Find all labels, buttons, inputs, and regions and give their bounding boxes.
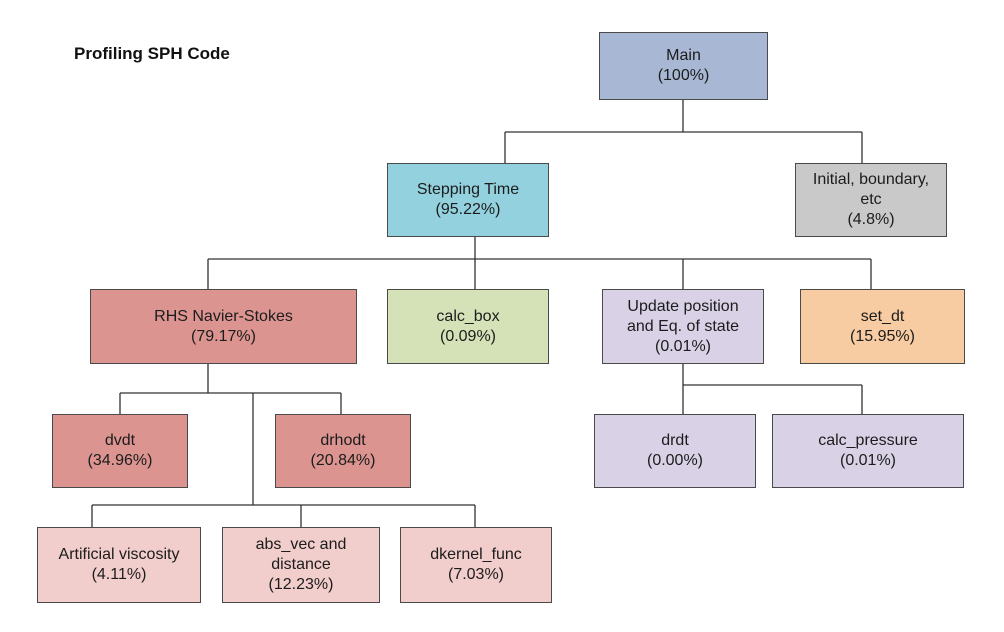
- node-main-label: Main: [666, 47, 701, 64]
- node-artificial-viscosity-percent: (4.11%): [91, 566, 147, 583]
- diagram-title: Profiling SPH Code: [74, 44, 230, 63]
- node-main-percent: (100%): [657, 67, 710, 84]
- node-initial-boundary-label-line2: etc: [860, 191, 882, 208]
- node-set-dt-percent: (15.95%): [850, 327, 915, 345]
- node-calc-pressure-percent: (0.01%): [839, 452, 897, 469]
- node-update-position-label-line1: Update position: [627, 297, 739, 315]
- node-dkernel-func-percent: (7.03%): [447, 566, 505, 583]
- node-initial-boundary-label-line1: Initial, boundary,: [812, 171, 930, 188]
- node-drhodt[interactable]: drhodt (20.84%): [275, 414, 411, 488]
- node-abs-vec-label-line1: abs_vec and: [255, 536, 347, 553]
- node-update-position-percent: (0.01%): [654, 337, 712, 355]
- node-rhs-navier-stokes-label: RHS Navier-Stokes: [154, 307, 293, 325]
- node-artificial-viscosity-label: Artificial viscosity: [58, 546, 180, 563]
- node-calc-box-label: calc_box: [436, 307, 500, 325]
- node-dkernel-func-label: dkernel_func: [430, 546, 522, 563]
- node-abs-vec-label-line2: distance: [271, 556, 331, 573]
- node-calc-box-percent: (0.09%): [439, 327, 497, 345]
- node-initial-boundary-percent: (4.8%): [847, 211, 895, 228]
- node-abs-vec-distance[interactable]: abs_vec and distance (12.23%): [222, 527, 380, 603]
- node-calc-box[interactable]: calc_box (0.09%): [387, 289, 549, 364]
- node-drdt-label: drdt: [661, 432, 689, 449]
- node-dvdt[interactable]: dvdt (34.96%): [52, 414, 188, 488]
- node-set-dt-label: set_dt: [860, 307, 905, 325]
- node-rhs-navier-stokes-percent: (79.17%): [191, 327, 256, 345]
- node-dvdt-label: dvdt: [104, 432, 136, 449]
- node-update-position-label-line2: and Eq. of state: [626, 317, 740, 335]
- node-update-position[interactable]: Update position and Eq. of state (0.01%): [602, 289, 764, 364]
- node-dvdt-percent: (34.96%): [87, 452, 153, 469]
- node-calc-pressure[interactable]: calc_pressure (0.01%): [772, 414, 964, 488]
- node-stepping-time[interactable]: Stepping Time (95.22%): [387, 163, 549, 237]
- node-rhs-navier-stokes[interactable]: RHS Navier-Stokes (79.17%): [90, 289, 357, 364]
- node-drhodt-percent: (20.84%): [310, 452, 376, 469]
- node-calc-pressure-label: calc_pressure: [818, 432, 918, 449]
- node-stepping-time-percent: (95.22%): [435, 201, 501, 218]
- node-artificial-viscosity[interactable]: Artificial viscosity (4.11%): [37, 527, 201, 603]
- node-initial-boundary[interactable]: Initial, boundary, etc (4.8%): [795, 163, 947, 237]
- node-set-dt[interactable]: set_dt (15.95%): [800, 289, 965, 364]
- node-drhodt-label: drhodt: [320, 432, 366, 449]
- node-main[interactable]: Main (100%): [599, 32, 768, 100]
- node-stepping-time-label: Stepping Time: [416, 181, 520, 198]
- node-abs-vec-percent: (12.23%): [268, 576, 334, 593]
- node-drdt-percent: (0.00%): [646, 452, 704, 469]
- node-dkernel-func[interactable]: dkernel_func (7.03%): [400, 527, 552, 603]
- node-drdt[interactable]: drdt (0.00%): [594, 414, 756, 488]
